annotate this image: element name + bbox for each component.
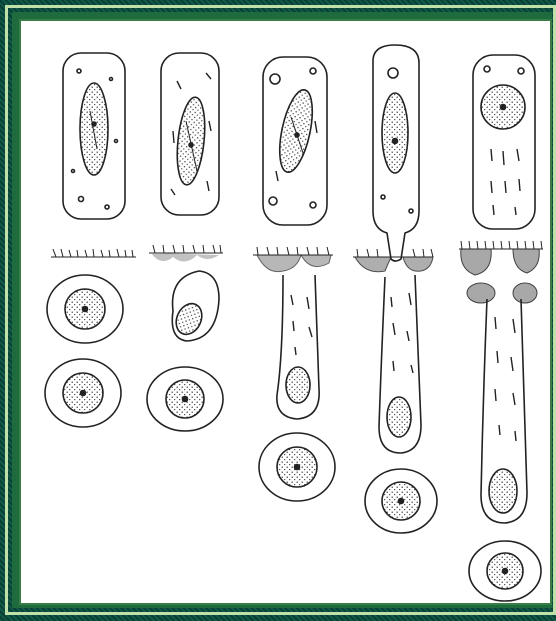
stage-2-surface: [149, 245, 223, 262]
stage-5: [459, 55, 543, 601]
stage-5-elongated-cell: [473, 55, 535, 229]
stage-1-nucleus: [80, 83, 108, 175]
stage-1: [45, 53, 136, 427]
stage-4: [353, 45, 437, 533]
stage-4-nucleus: [382, 93, 408, 173]
diagram-panel: [19, 19, 552, 605]
stage-5-surface: [459, 241, 543, 303]
stage-2-nucleus: [173, 96, 208, 186]
stage-2: [147, 53, 223, 431]
cell-division-diagram: [21, 21, 552, 605]
stage-3-surface: [253, 247, 333, 272]
stage-3: [253, 57, 335, 501]
stage-1-surface: [51, 249, 136, 257]
